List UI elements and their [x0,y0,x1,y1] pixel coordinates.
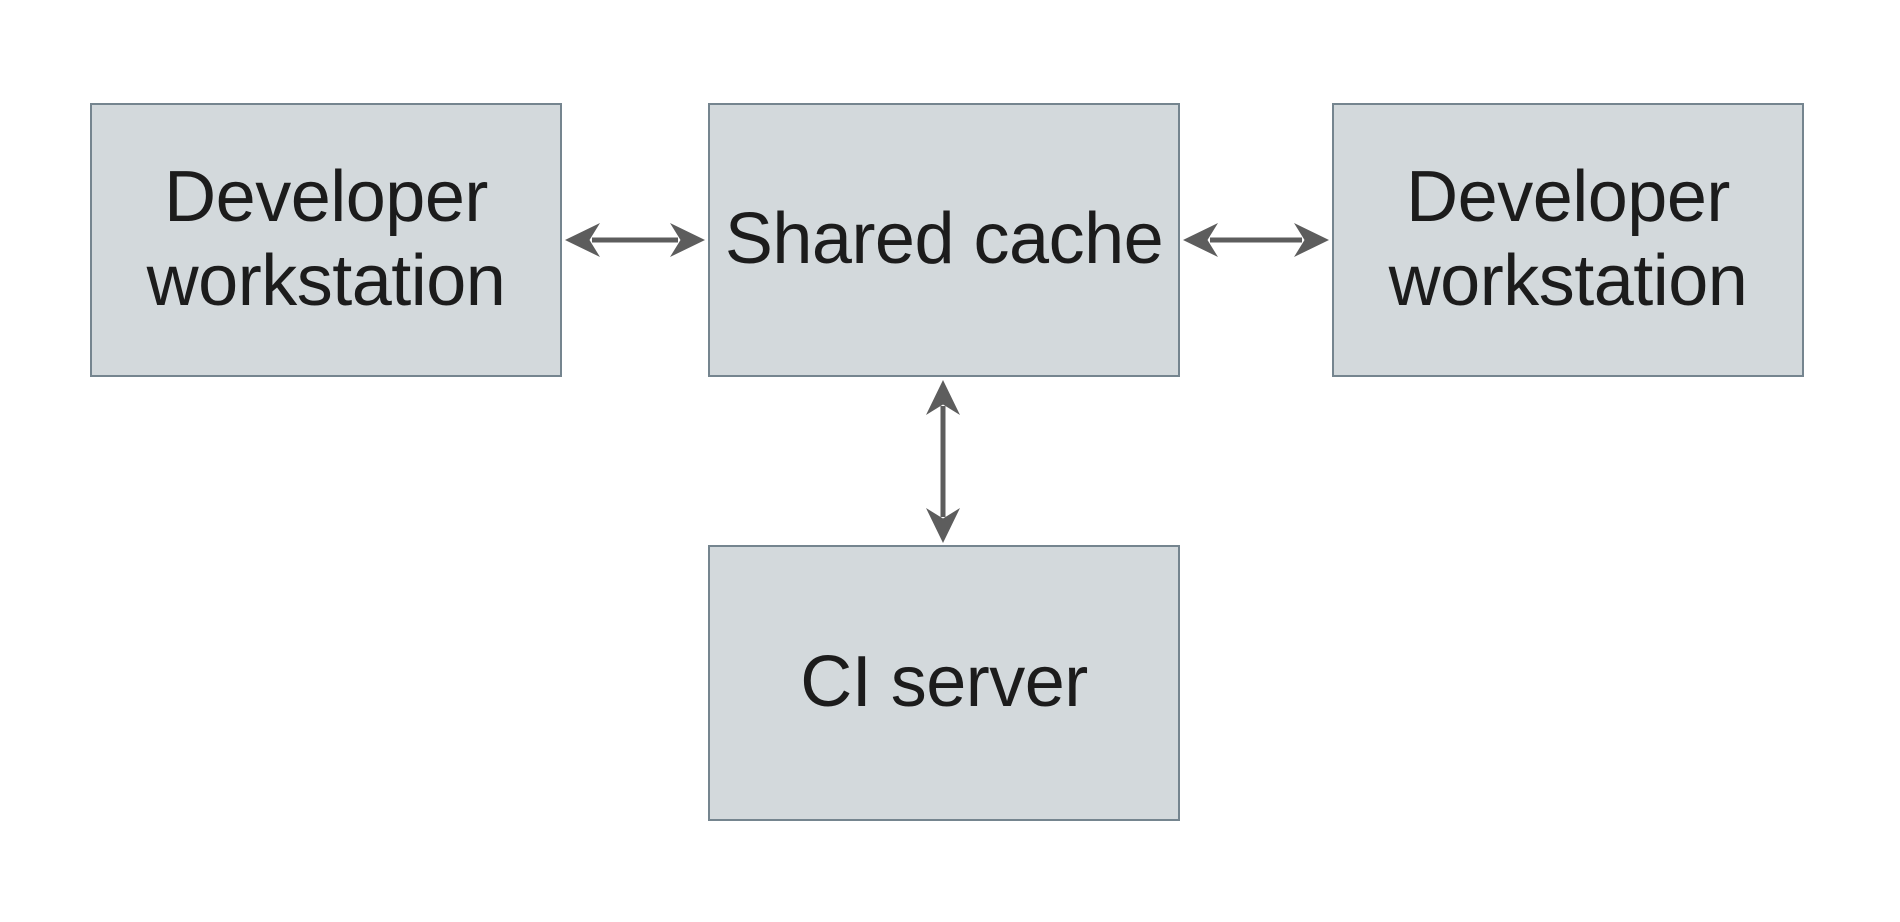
arrow-dev-left-shared-cache-icon [565,223,705,257]
node-label-shared-cache: Shared cache [724,199,1164,280]
arrow-shared-cache-dev-right-icon [1183,223,1329,257]
arrowhead-left-icon [565,223,600,257]
arrowhead-down-icon [926,508,960,543]
arrowhead-right-icon [1294,223,1329,257]
node-developer-workstation-left: Developer workstation [90,103,562,377]
node-developer-workstation-right: Developer workstation [1332,103,1804,377]
node-ci-server: CI server [708,545,1180,821]
node-label-developer-workstation-left: Developer workstation [146,157,506,321]
arrow-shared-cache-ci-server-icon [926,380,960,543]
arrowhead-up-icon [926,380,960,415]
node-label-ci-server: CI server [800,642,1088,723]
arrowhead-left-icon [1183,223,1218,257]
arrowhead-right-icon [670,223,705,257]
node-label-developer-workstation-right: Developer workstation [1388,157,1748,321]
node-shared-cache: Shared cache [708,103,1180,377]
